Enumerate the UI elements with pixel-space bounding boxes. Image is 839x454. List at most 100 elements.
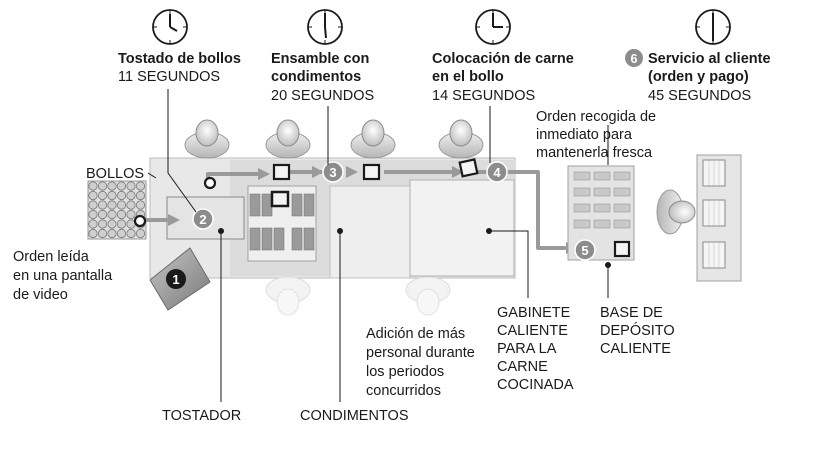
- step5-text-line1: Orden recogida de: [536, 109, 656, 125]
- condiment-trays: [249, 193, 315, 251]
- step-badge-3-number: 3: [329, 165, 336, 180]
- cabinet-label-line2: CALIENTE: [497, 323, 568, 339]
- bun-wrapper-3: [272, 163, 291, 181]
- bun: [97, 190, 108, 201]
- bun: [116, 200, 127, 210]
- bun: [107, 219, 117, 229]
- step6-title-line1: Servicio al cliente: [648, 51, 771, 67]
- bun: [135, 181, 146, 191]
- bun-wrapper-4: [362, 163, 381, 181]
- step5-text-line3: mantenerla fresca: [536, 145, 653, 161]
- register-screens: [696, 154, 742, 282]
- step6-title-line2: (orden y pago): [648, 69, 749, 85]
- bun: [97, 228, 108, 239]
- bun: [88, 219, 98, 229]
- step4-time: 14 SEGUNDOS: [432, 88, 535, 104]
- leader-dots: [218, 228, 611, 268]
- step-badge-4: 4: [486, 161, 508, 183]
- bun: [116, 219, 127, 229]
- bun: [135, 200, 146, 210]
- step-badge-3: 3: [322, 161, 344, 183]
- bun: [88, 190, 98, 201]
- buns-label: BOLLOS: [86, 166, 144, 182]
- holding-base-label-line2: DEPÓSITO: [600, 322, 675, 339]
- step1-text-line3: de video: [13, 287, 68, 303]
- step2-time: 11 SEGUNDOS: [118, 69, 220, 85]
- buns-pickup-point: [133, 214, 147, 228]
- step-badge-5: 5: [574, 239, 596, 261]
- holding-base-label-line1: BASE DE: [600, 305, 663, 321]
- bun: [97, 181, 108, 191]
- step2-title: Tostado de bollos: [118, 51, 241, 67]
- bun: [107, 181, 117, 191]
- bun: [126, 209, 136, 220]
- bun: [88, 181, 98, 191]
- bun: [97, 219, 108, 229]
- bun: [135, 228, 146, 239]
- bun: [116, 209, 127, 220]
- bun: [88, 200, 98, 210]
- bun: [97, 200, 108, 210]
- step4-title-line2: en el bollo: [432, 69, 504, 85]
- staff-area: [329, 185, 411, 279]
- bun-on-condiment-station: [270, 190, 290, 208]
- condiments-label: CONDIMENTOS: [300, 408, 409, 424]
- step-badge-4-number: 4: [493, 165, 501, 180]
- bun: [116, 181, 127, 191]
- step-badge-2-number: 2: [199, 212, 206, 227]
- staff-condiments: [265, 119, 311, 159]
- extra-staff-line4: concurridos: [366, 383, 441, 399]
- step3-time: 20 SEGUNDOS: [271, 88, 374, 104]
- staff-meat: [438, 119, 484, 159]
- bun: [97, 209, 108, 220]
- cabinet-label-line5: COCINADA: [497, 377, 574, 393]
- buns-tray: [87, 180, 147, 240]
- step3-title-line2: condimentos: [271, 69, 361, 85]
- extra-staff-line3: los periodos: [366, 364, 444, 380]
- bun: [126, 228, 136, 239]
- step-badge-6-number: 6: [631, 52, 638, 66]
- step6-time: 45 SEGUNDOS: [648, 88, 751, 104]
- clock-icon-step2: [152, 9, 188, 45]
- step-badge-6: 6: [625, 49, 643, 67]
- heated-meat-cabinet: [409, 179, 515, 277]
- bun: [107, 190, 117, 201]
- staff-figures: [184, 119, 696, 316]
- bun: [107, 209, 117, 220]
- step4-title-line1: Colocación de carne: [432, 51, 574, 67]
- toaster-exit-point: [203, 176, 217, 190]
- clock-icon-step3: [307, 9, 343, 45]
- holding-base-label-line3: CALIENTE: [600, 341, 671, 357]
- step5-text-line2: inmediato para: [536, 127, 633, 143]
- cabinet-label-line3: PARA LA: [497, 341, 557, 357]
- bun: [126, 200, 136, 210]
- cabinet-label-line1: GABINETE: [497, 305, 571, 321]
- leader-lines: [147, 89, 609, 402]
- step1-text-line2: en una pantalla: [13, 268, 113, 284]
- toaster-label: TOSTADOR: [162, 408, 241, 424]
- bun: [135, 190, 146, 201]
- step1-text-line1: Orden leída: [13, 249, 90, 265]
- extra-staff-line2: personal durante: [366, 345, 475, 361]
- clock-icon-step6: [695, 9, 731, 45]
- bun: [116, 228, 127, 239]
- step-badge-1-number: 1: [172, 272, 179, 287]
- staff-toaster: [184, 119, 230, 159]
- step-badge-5-number: 5: [581, 243, 588, 258]
- step-badge-1: 1: [166, 269, 186, 289]
- bun: [88, 209, 98, 220]
- bun: [107, 228, 117, 239]
- cabinet-label-line4: CARNE: [497, 359, 548, 375]
- staff-cashier: [656, 189, 696, 235]
- bun: [126, 190, 136, 201]
- bun: [116, 190, 127, 201]
- step-badge-2: 2: [192, 208, 214, 230]
- bun-wrapper-5: [458, 158, 479, 178]
- step3-title-line1: Ensamble con: [271, 51, 369, 67]
- extra-staff-2: [405, 276, 451, 316]
- clock-icon-step4: [475, 9, 511, 45]
- extra-staff-line1: Adición de más: [366, 326, 465, 342]
- bun: [126, 181, 136, 191]
- bun: [107, 200, 117, 210]
